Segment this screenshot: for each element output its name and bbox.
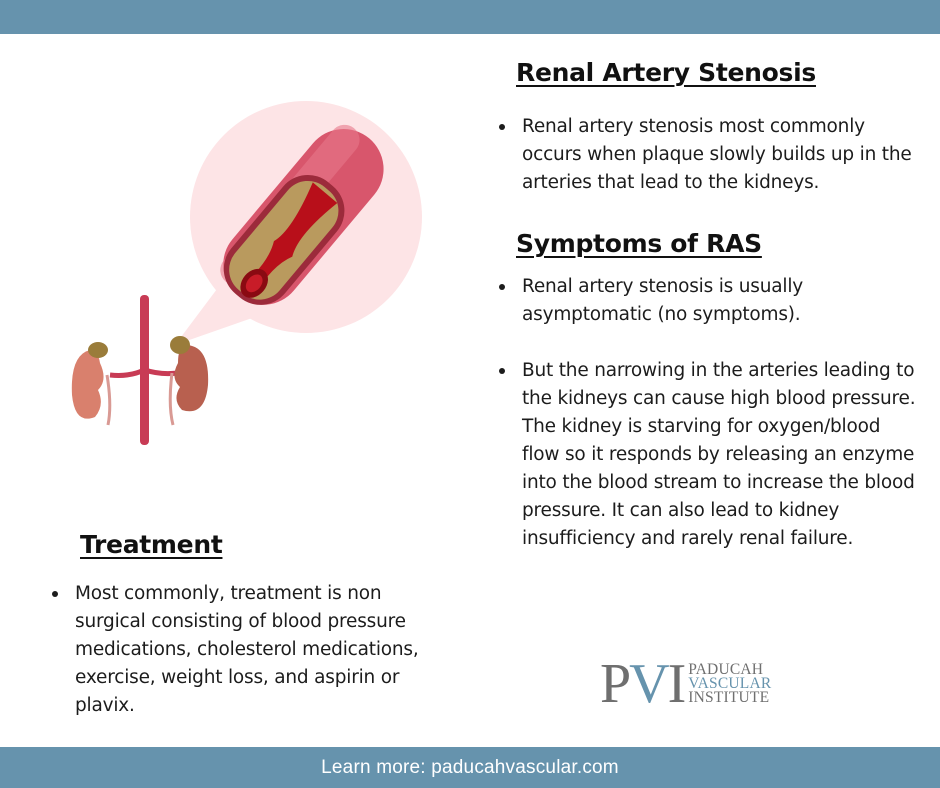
logo-monogram: PVI xyxy=(600,653,686,715)
footer-link-text[interactable]: Learn more: paducahvascular.com xyxy=(321,756,619,778)
top-banner xyxy=(0,0,940,34)
artery-cross-section-icon xyxy=(220,124,384,305)
treatment-bullet-list: Most commonly, treatment is non surgical… xyxy=(49,580,449,720)
right-kidney-icon xyxy=(174,345,209,412)
bullet-item: Renal artery stenosis most commonly occu… xyxy=(496,113,916,197)
bullet-item: Most commonly, treatment is non surgical… xyxy=(49,580,449,720)
footer-banner: Learn more: paducahvascular.com xyxy=(0,747,940,788)
bullet-item: Renal artery stenosis is usually asympto… xyxy=(496,273,916,329)
right-adrenal-icon xyxy=(170,336,190,354)
left-kidney-icon xyxy=(71,350,104,419)
kidney-artery-illustration xyxy=(71,101,422,445)
pvi-logo: PVI PADUCAH VASCULAR INSTITUTE xyxy=(600,656,771,712)
left-adrenal-icon xyxy=(88,342,108,358)
logo-wordmark: PADUCAH VASCULAR INSTITUTE xyxy=(688,661,772,706)
aorta-icon xyxy=(140,295,149,445)
heading-symptoms: Symptoms of RAS xyxy=(516,229,762,258)
heading-treatment: Treatment xyxy=(80,530,223,559)
ras-bullet-list: Renal artery stenosis most commonly occu… xyxy=(496,113,916,197)
symptoms-bullet-list: Renal artery stenosis is usually asympto… xyxy=(496,273,916,553)
heading-renal-artery-stenosis: Renal Artery Stenosis xyxy=(516,58,816,87)
bullet-item: But the narrowing in the arteries leadin… xyxy=(496,357,916,553)
